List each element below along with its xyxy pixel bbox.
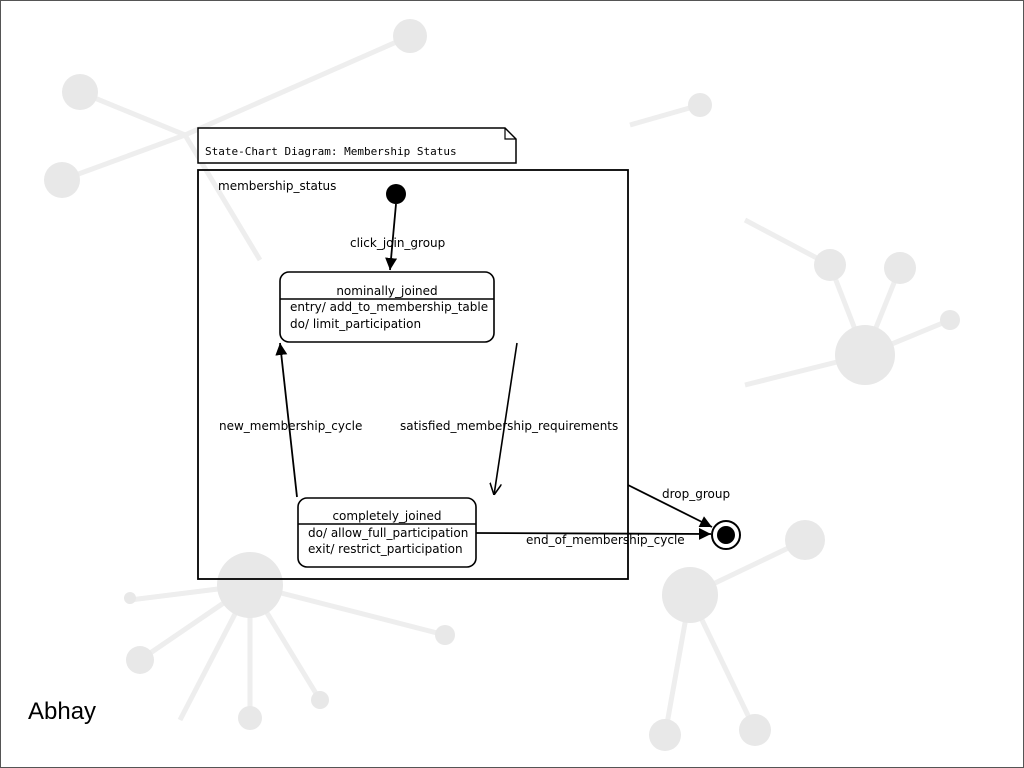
transition-arrow-drop-group bbox=[627, 484, 713, 528]
transition-label-click-join-group: click_join_group bbox=[350, 236, 445, 250]
state-completely-joined: completely_joined do/ allow_full_partici… bbox=[297, 497, 477, 568]
state-nominally-joined: nominally_joined entry/ add_to_membershi… bbox=[279, 271, 495, 343]
final-state-node bbox=[711, 520, 741, 550]
state-activity-do: do/ limit_participation bbox=[290, 317, 421, 331]
transition-arrow-end-of-membership-cycle bbox=[475, 527, 712, 540]
state-name: nominally_joined bbox=[336, 284, 437, 298]
transition-label-end-of-membership-cycle: end_of_membership_cycle bbox=[526, 533, 685, 547]
transition-label-new-membership-cycle: new_membership_cycle bbox=[219, 419, 362, 433]
transition-label-satisfied-membership-requirements: satisfied_membership_requirements bbox=[400, 419, 618, 433]
diagram-title: State-Chart Diagram: Membership Status bbox=[205, 145, 457, 158]
transition-arrow-satisfied-membership-requirements bbox=[494, 342, 518, 495]
transition-arrow-new-membership-cycle bbox=[275, 342, 298, 498]
state-activity-exit: exit/ restrict_participation bbox=[308, 542, 463, 556]
composite-state-frame bbox=[197, 169, 629, 580]
transition-label-drop-group: drop_group bbox=[662, 487, 730, 501]
state-activity-do: do/ allow_full_participation bbox=[308, 526, 468, 540]
initial-state-node bbox=[386, 184, 406, 204]
diagram-title-note: State-Chart Diagram: Membership Status bbox=[197, 127, 517, 164]
composite-state-label: membership_status bbox=[218, 179, 336, 193]
state-activity-entry: entry/ add_to_membership_table bbox=[290, 300, 488, 314]
transition-arrow-click-join-group bbox=[385, 203, 398, 271]
state-name: completely_joined bbox=[332, 509, 441, 523]
author-name: Abhay bbox=[28, 698, 97, 725]
